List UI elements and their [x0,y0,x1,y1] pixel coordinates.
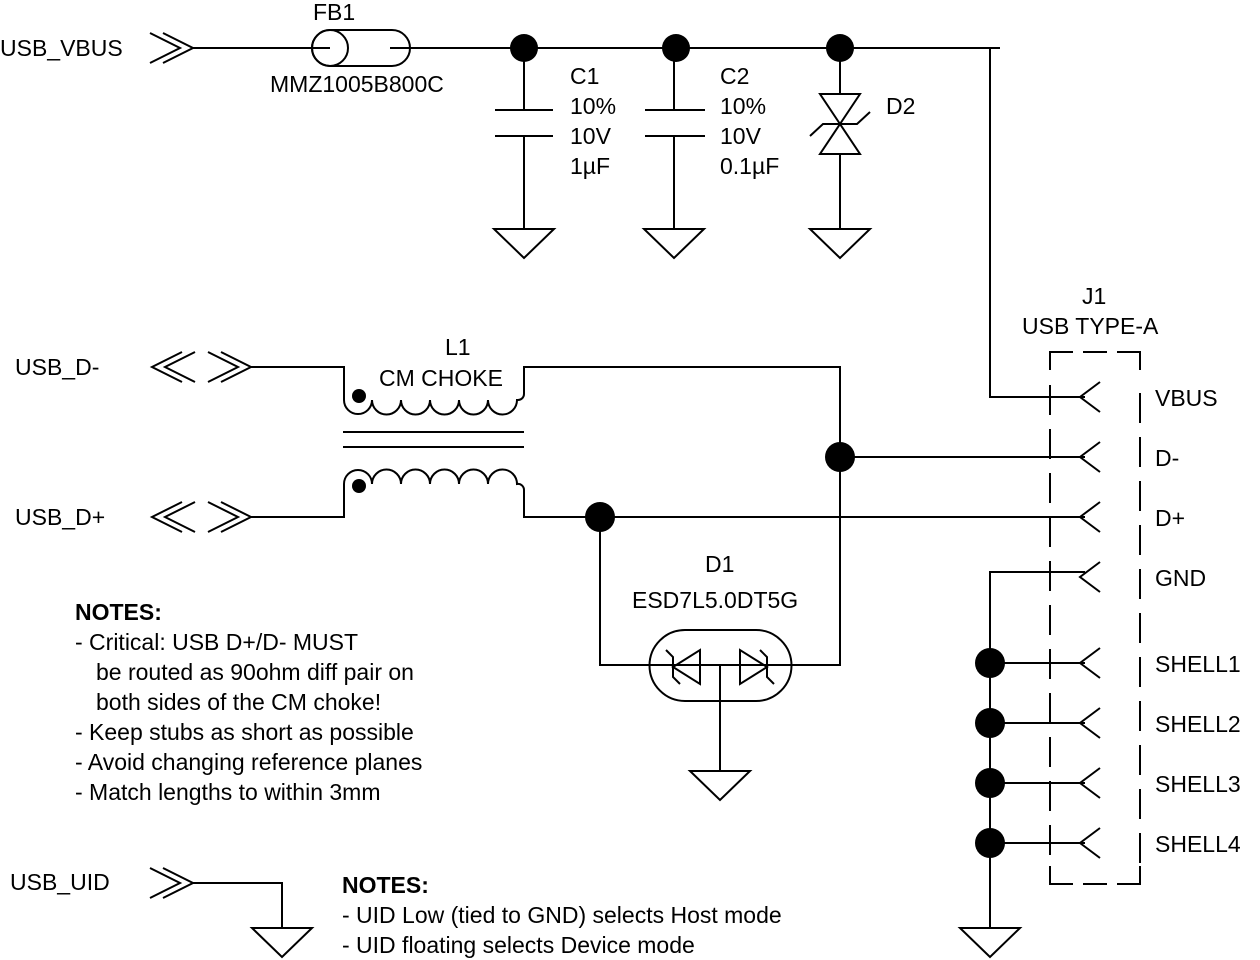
ground-icon [687,770,753,802]
junction-dot [975,648,1005,678]
ferrite-bead-fb1[interactable] [311,29,1000,67]
connector-pin-d-plus [1078,501,1101,533]
j1-pin-label: SHELL4 [1155,831,1241,857]
d1-value: ESD7L5.0DT5G [632,587,798,613]
junction-dot [975,708,1005,738]
connector-pin-vbus [1078,381,1101,413]
d2-ref: D2 [886,93,915,119]
c1-value: 1µF [570,153,610,179]
notes-title: NOTES: [75,599,162,625]
fb1-ref: FB1 [313,0,355,25]
net-usb-uid: USB_UID [10,867,315,959]
note-line: - Critical: USB D+/D- MUST [75,629,358,655]
net-usb-vbus: USB_VBUS FB1 MMZ1005B800C [0,0,1085,398]
d1-ref: D1 [705,551,734,577]
c1-tolerance: 10% [570,93,616,119]
c2-value: 0.1µF [720,153,779,179]
capacitor-c2[interactable] [641,48,707,260]
j1-value: USB TYPE-A [1022,313,1159,339]
ground-icon [641,228,707,260]
ground-icon [491,228,557,260]
junction-dot [975,828,1005,858]
note-line: - UID Low (tied to GND) selects Host mod… [342,902,782,928]
note-line: both sides of the CM choke! [96,689,381,715]
port-arrow-icon [149,867,196,899]
note-line: - Match lengths to within 3mm [75,779,381,805]
l1-ref: L1 [445,334,471,360]
c2-voltage: 10V [720,123,762,149]
bidir-port-icon [149,351,254,383]
j1-pin-label: D+ [1155,505,1185,531]
tvs-diode-d2[interactable] [807,48,873,260]
esd-diode-d1[interactable] [599,457,841,802]
j1-ref: J1 [1082,283,1106,309]
c1-voltage: 10V [570,123,612,149]
c2-ref: C2 [720,63,749,89]
j1-pin-label: SHELL3 [1155,771,1241,797]
ground-icon [957,927,1023,959]
port-arrow-icon [149,32,196,64]
notes-title: NOTES: [342,872,429,898]
polarity-dot [352,389,366,403]
net-gnd-shell [957,571,1085,959]
net-label-usb-vbus: USB_VBUS [0,35,123,61]
net-label-usb-d-minus: USB_D- [15,354,99,380]
junction-dot [975,768,1005,798]
j1-pin-label: SHELL1 [1155,651,1241,677]
note-line: - Keep stubs as short as possible [75,719,414,745]
capacitor-c1[interactable] [491,48,557,260]
note-line: - Avoid changing reference planes [75,749,422,775]
c1-ref: C1 [570,63,599,89]
common-mode-choke-l1[interactable] [251,366,1085,518]
fb1-value: MMZ1005B800C [270,71,444,97]
ground-icon [807,228,873,260]
j1-pin-label: VBUS [1155,385,1218,411]
net-label-usb-uid: USB_UID [10,869,110,895]
note-line: be routed as 90ohm diff pair on [96,659,414,685]
j1-pin-label: SHELL2 [1155,711,1241,737]
junction-dot [662,34,690,62]
note-line: - UID floating selects Device mode [342,932,695,958]
connector-pin-gnd [1078,561,1101,593]
uid-notes: NOTES: - UID Low (tied to GND) selects H… [342,872,782,958]
j1-pin-label: D- [1155,445,1179,471]
routing-notes: NOTES: - Critical: USB D+/D- MUST be rou… [75,599,422,805]
bidir-port-icon [149,501,254,533]
c2-tolerance: 10% [720,93,766,119]
j1-pin-label: GND [1155,565,1206,591]
connector-pin-d-minus [1078,441,1101,473]
l1-value: CM CHOKE [379,365,503,391]
polarity-dot [352,479,366,493]
ground-icon [249,927,315,959]
usb-connector-j1[interactable] [1049,351,1141,885]
net-label-usb-d-plus: USB_D+ [15,504,105,530]
